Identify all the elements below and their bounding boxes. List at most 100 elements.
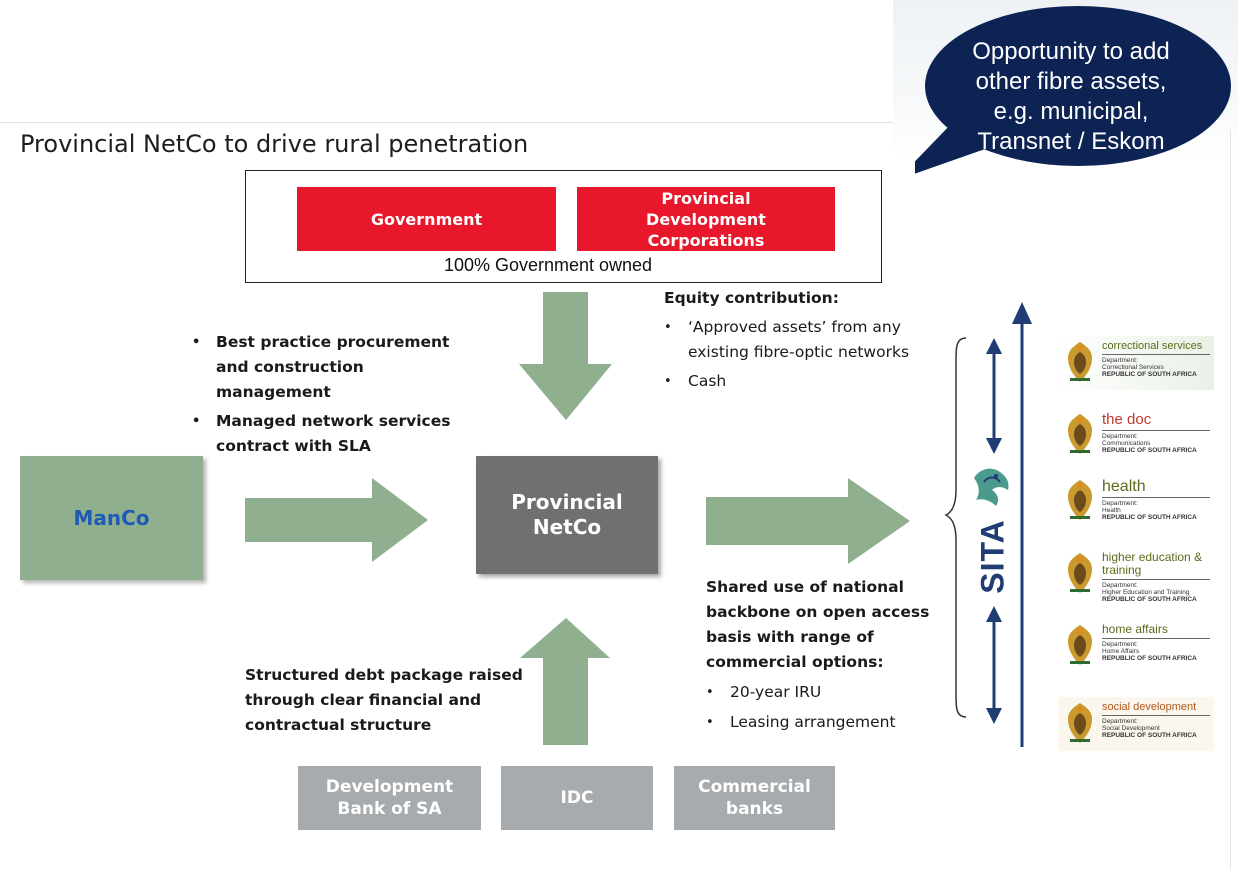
manco-services: Best practice procurement and constructi… [192,330,472,459]
top-blank-band [0,0,893,123]
dbsa-box: Development Bank of SA [298,766,481,830]
department-rule [1102,715,1210,716]
department-subtitle-line: Higher Education and Training [1102,589,1190,596]
department-name: health [1102,478,1146,495]
debt-package-text: Structured debt package raised through c… [245,666,523,734]
right-edge-line [1230,130,1231,870]
sita-graphic [944,302,1032,747]
department-subtitle-line: Health [1102,507,1121,514]
sita-emblem-icon [974,468,1009,506]
department-subtitle-line: REPUBLIC OF SOUTH AFRICA [1102,732,1197,739]
bubble-line: e.g. municipal, [993,98,1149,125]
government-label: Government [370,209,483,229]
pdc-box: Provincial Development Corporations [577,187,835,251]
department-name: correctional services [1102,340,1203,352]
department-name: social development [1102,701,1197,713]
bubble-line: other fibre assets, [975,68,1167,95]
double-arrow-head [986,438,1002,454]
coat-of-arms-icon [1068,414,1092,454]
department-subtitle-line: REPUBLIC OF SOUTH AFRICA [1102,514,1197,521]
shared-use-item: Leasing arrangement [706,710,946,735]
netco-right-arrow [706,478,910,564]
department-subtitle-line: REPUBLIC OF SOUTH AFRICA [1102,655,1197,662]
department-rule [1102,497,1210,498]
equity-down-arrow [519,292,612,420]
manco-label: ManCo [73,506,150,530]
equity-item: Cash [664,369,924,394]
department-subtitle-line: Department: [1102,433,1138,440]
idc-label: IDC [560,788,594,808]
debt-up-arrow [520,618,610,745]
equity-heading: Equity contribution: [664,289,839,307]
double-arrow-head [986,338,1002,354]
manco-box: ManCo [20,456,203,580]
banks-label-line: Commercial [698,777,811,797]
department-subtitle-line: Communications [1102,440,1151,447]
coat-of-arms-icon [1068,703,1092,743]
department-subtitle-line: Correctional Services [1102,364,1164,371]
netco-label-line: Provincial [511,490,623,514]
government-box: Government [297,187,556,251]
department-rule [1102,638,1210,639]
manco-service-item: Best practice procurement and constructi… [192,330,472,405]
department-rule [1102,430,1210,431]
department-subtitle-line: Department: [1102,500,1138,507]
department-name: home affairs [1102,622,1168,636]
department-subtitle-line: Department: [1102,357,1138,364]
shared-use-item: 20-year IRU [706,680,946,705]
commercial-banks-box: Commercial banks [674,766,835,830]
department-subtitle-line: Department: [1102,582,1138,589]
department-name: the doc [1102,411,1152,428]
speech-bubble-text: Opportunity to add other fibre assets, e… [952,37,1190,157]
department-rule [1102,579,1210,580]
double-arrow-head [986,606,1002,622]
coat-of-arms-icon [1068,625,1092,665]
netco-label-line: NetCo [532,515,602,539]
coat-of-arms-icon [1068,553,1092,593]
ownership-caption: 100% Government owned [443,255,653,275]
pdc-label-line: Corporations [647,230,765,250]
banks-label-line: banks [725,799,784,819]
manco-service-item: Managed network services contract with S… [192,409,472,459]
shared-use-heading: Shared use of national backbone on open … [706,578,930,671]
grouping-brace [944,337,967,718]
bubble-line: Transnet / Eskom [977,128,1165,155]
dbsa-label-line: Development [325,777,454,797]
page-title: Provincial NetCo to drive rural penetrat… [20,130,529,158]
double-arrow-head [986,708,1002,724]
axis-arrow-head [1012,302,1032,324]
bubble-line: Opportunity to add [972,38,1170,65]
department-subtitle-line: Home Affairs [1102,648,1140,655]
shared-use: Shared use of national backbone on open … [706,575,946,735]
department-subtitle-line: Department: [1102,641,1138,648]
manco-right-arrow [245,478,428,562]
pdc-label-line: Provincial [661,188,751,208]
department-subtitle-line: REPUBLIC OF SOUTH AFRICA [1102,371,1197,378]
pdc-label-line: Development [646,209,766,229]
department-subtitle-line: Department: [1102,718,1138,725]
idc-box: IDC [501,766,653,830]
department-subtitle-line: REPUBLIC OF SOUTH AFRICA [1102,447,1197,454]
equity-contribution: Equity contribution: ‘Approved assets’ f… [664,286,924,394]
sita-label: SITA [974,519,1011,594]
speech-bubble [915,6,1231,174]
equity-item: ‘Approved assets’ from any existing fibr… [664,315,924,365]
netco-box: Provincial NetCo [476,456,658,574]
department-subtitle: Department:Higher Education and Training… [1102,582,1197,603]
department-subtitle-line: REPUBLIC OF SOUTH AFRICA [1102,596,1197,603]
department-name: higher education & training [1102,550,1203,577]
coat-of-arms-icon [1068,342,1092,382]
coat-of-arms-icon [1068,480,1092,520]
department-rule [1102,354,1210,355]
